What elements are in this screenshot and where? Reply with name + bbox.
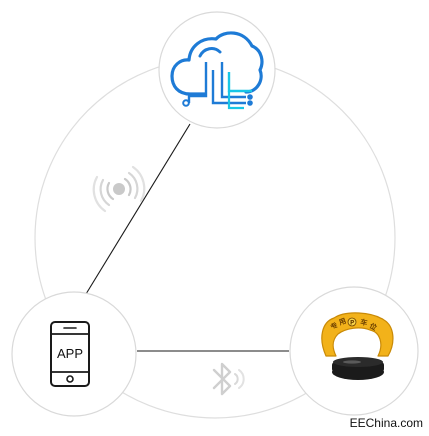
cloud-node	[158, 11, 276, 129]
lock-char-2: 用	[338, 317, 347, 327]
lock-char-4: 位	[368, 321, 379, 332]
phone-app-label: APP	[57, 346, 83, 361]
phone-node: APP	[11, 291, 137, 417]
wireless-signal-icon	[92, 165, 146, 213]
lock-node-circle	[289, 286, 419, 416]
cloud-circuit-icon	[170, 31, 264, 110]
lock-node: 专 用 P 车 位	[289, 286, 419, 416]
lock-char-p: P	[350, 320, 355, 327]
lock-char-1: 专	[329, 320, 340, 331]
link-cloud-phone	[85, 123, 191, 295]
watermark: EEChina.com	[349, 416, 423, 430]
parking-lock-icon: 专 用 P 车 位	[321, 312, 394, 380]
smartphone-icon	[50, 321, 90, 387]
lock-char-3: 车	[360, 317, 369, 327]
bluetooth-icon	[212, 362, 245, 396]
cloud-node-circle	[158, 11, 276, 129]
